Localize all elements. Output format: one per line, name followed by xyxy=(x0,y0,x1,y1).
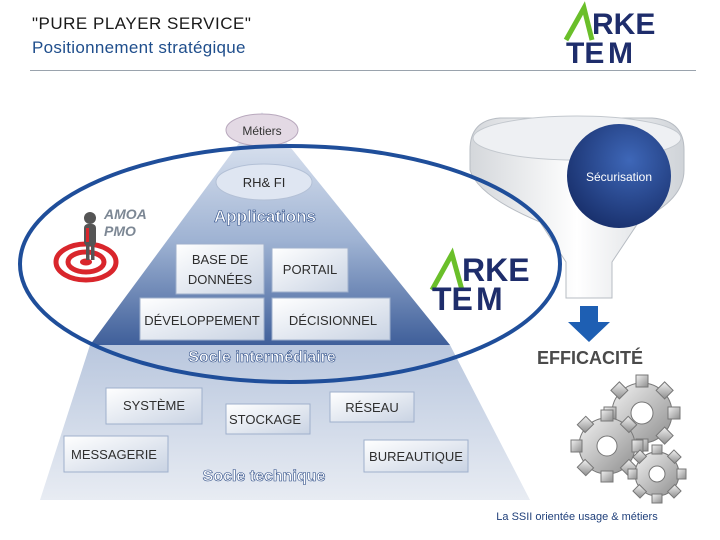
base-donnees-box xyxy=(175,243,265,295)
developpement-box xyxy=(139,297,265,341)
reseau-label: RÉSEAU xyxy=(345,400,398,415)
amoa-label: AMOA xyxy=(103,206,147,222)
person-icon xyxy=(84,212,96,260)
down-arrow-icon xyxy=(568,306,610,342)
header-logo: RKE TE M xyxy=(563,1,655,70)
messagerie-label: MESSAGERIE xyxy=(71,447,157,462)
gears-icon xyxy=(570,374,687,504)
systeme-box xyxy=(105,387,203,425)
base-donnees-line2: DONNÉES xyxy=(188,272,253,287)
portail-label: PORTAIL xyxy=(283,262,337,277)
securisation-ball xyxy=(567,124,671,228)
header-logo-bottom-m: M xyxy=(608,37,633,70)
developpement-label: DÉVELOPPEMENT xyxy=(144,313,260,328)
socle-technique-label: Socle technique xyxy=(203,468,326,485)
header-logo-top: RKE xyxy=(592,8,655,41)
decisionnel-box xyxy=(271,297,391,341)
bureautique-box xyxy=(363,439,469,473)
metiers-label: Métiers xyxy=(242,124,281,138)
efficacite-label: EFFICACITÉ xyxy=(537,347,643,368)
reseau-box xyxy=(329,391,415,423)
bureautique-label: BUREAUTIQUE xyxy=(369,449,463,464)
center-logo: RKE TE M xyxy=(429,247,530,317)
rhfi-bubble xyxy=(215,163,313,201)
scope-ellipse xyxy=(18,144,562,384)
stockage-label: STOCKAGE xyxy=(229,412,301,427)
messagerie-box xyxy=(63,435,169,473)
tagline: La SSII orientée usage & métiers xyxy=(496,511,658,523)
center-logo-top: RKE xyxy=(462,252,530,288)
systeme-label: SYSTÈME xyxy=(123,398,185,413)
decisionnel-label: DÉCISIONNEL xyxy=(289,313,377,328)
center-logo-bottom-m: M xyxy=(476,281,503,317)
page-title: "PURE PLAYER SERVICE" xyxy=(32,14,252,33)
stockage-box xyxy=(225,403,311,435)
applications-label: Applications xyxy=(214,207,316,226)
socle-intermediaire-label: Socle intermédiaire xyxy=(188,349,336,366)
center-logo-bottom: TE xyxy=(432,281,473,317)
pmo-label: PMO xyxy=(104,223,136,239)
header-divider xyxy=(30,70,696,71)
securisation-label: Sécurisation xyxy=(586,170,652,184)
portail-box xyxy=(271,247,349,293)
page-subtitle: Positionnement stratégique xyxy=(32,38,246,57)
header-logo-bottom: TE xyxy=(566,37,604,70)
base-donnees-line1: BASE DE xyxy=(192,252,249,267)
rhfi-label: RH& FI xyxy=(243,175,286,190)
